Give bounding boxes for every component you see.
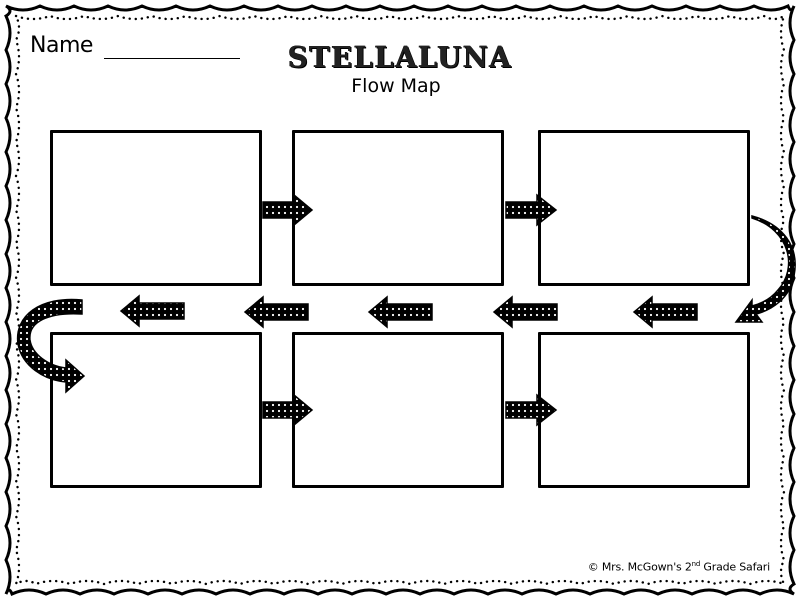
flow-box-5[interactable] (292, 332, 504, 488)
credit-ordinal: nd (691, 560, 701, 568)
credit-prefix: © Mrs. McGown's 2 (587, 560, 692, 574)
worksheet-subtitle: Flow Map (351, 75, 441, 97)
credit-suffix: Grade Safari (700, 560, 770, 574)
worksheet-title: STELLALUNA (287, 40, 513, 74)
copyright-credit: © Mrs. McGown's 2nd Grade Safari (588, 560, 770, 574)
left-arrow-icon (632, 295, 698, 329)
flow-box-2[interactable] (292, 130, 504, 286)
left-arrow-icon (367, 295, 433, 329)
dotted-border-line (13, 13, 787, 587)
right-arrow-icon (262, 393, 314, 427)
name-label: Name (30, 33, 93, 58)
right-arrow-icon (505, 193, 558, 227)
flow-box-3[interactable] (538, 130, 750, 286)
right-arrow-icon (262, 193, 314, 227)
curved-arrow-down-icon (734, 215, 796, 323)
flow-box-6[interactable] (538, 332, 750, 488)
left-arrow-icon (492, 295, 558, 329)
scalloped-border-line (4, 3, 796, 597)
flow-box-4[interactable] (50, 332, 262, 488)
flow-box-1[interactable] (50, 130, 262, 286)
name-blank-line[interactable] (104, 58, 240, 59)
left-arrow-icon (119, 294, 185, 328)
left-arrow-icon (243, 295, 309, 329)
right-arrow-icon (505, 393, 558, 427)
curved-arrow-left-down-icon (16, 298, 86, 394)
